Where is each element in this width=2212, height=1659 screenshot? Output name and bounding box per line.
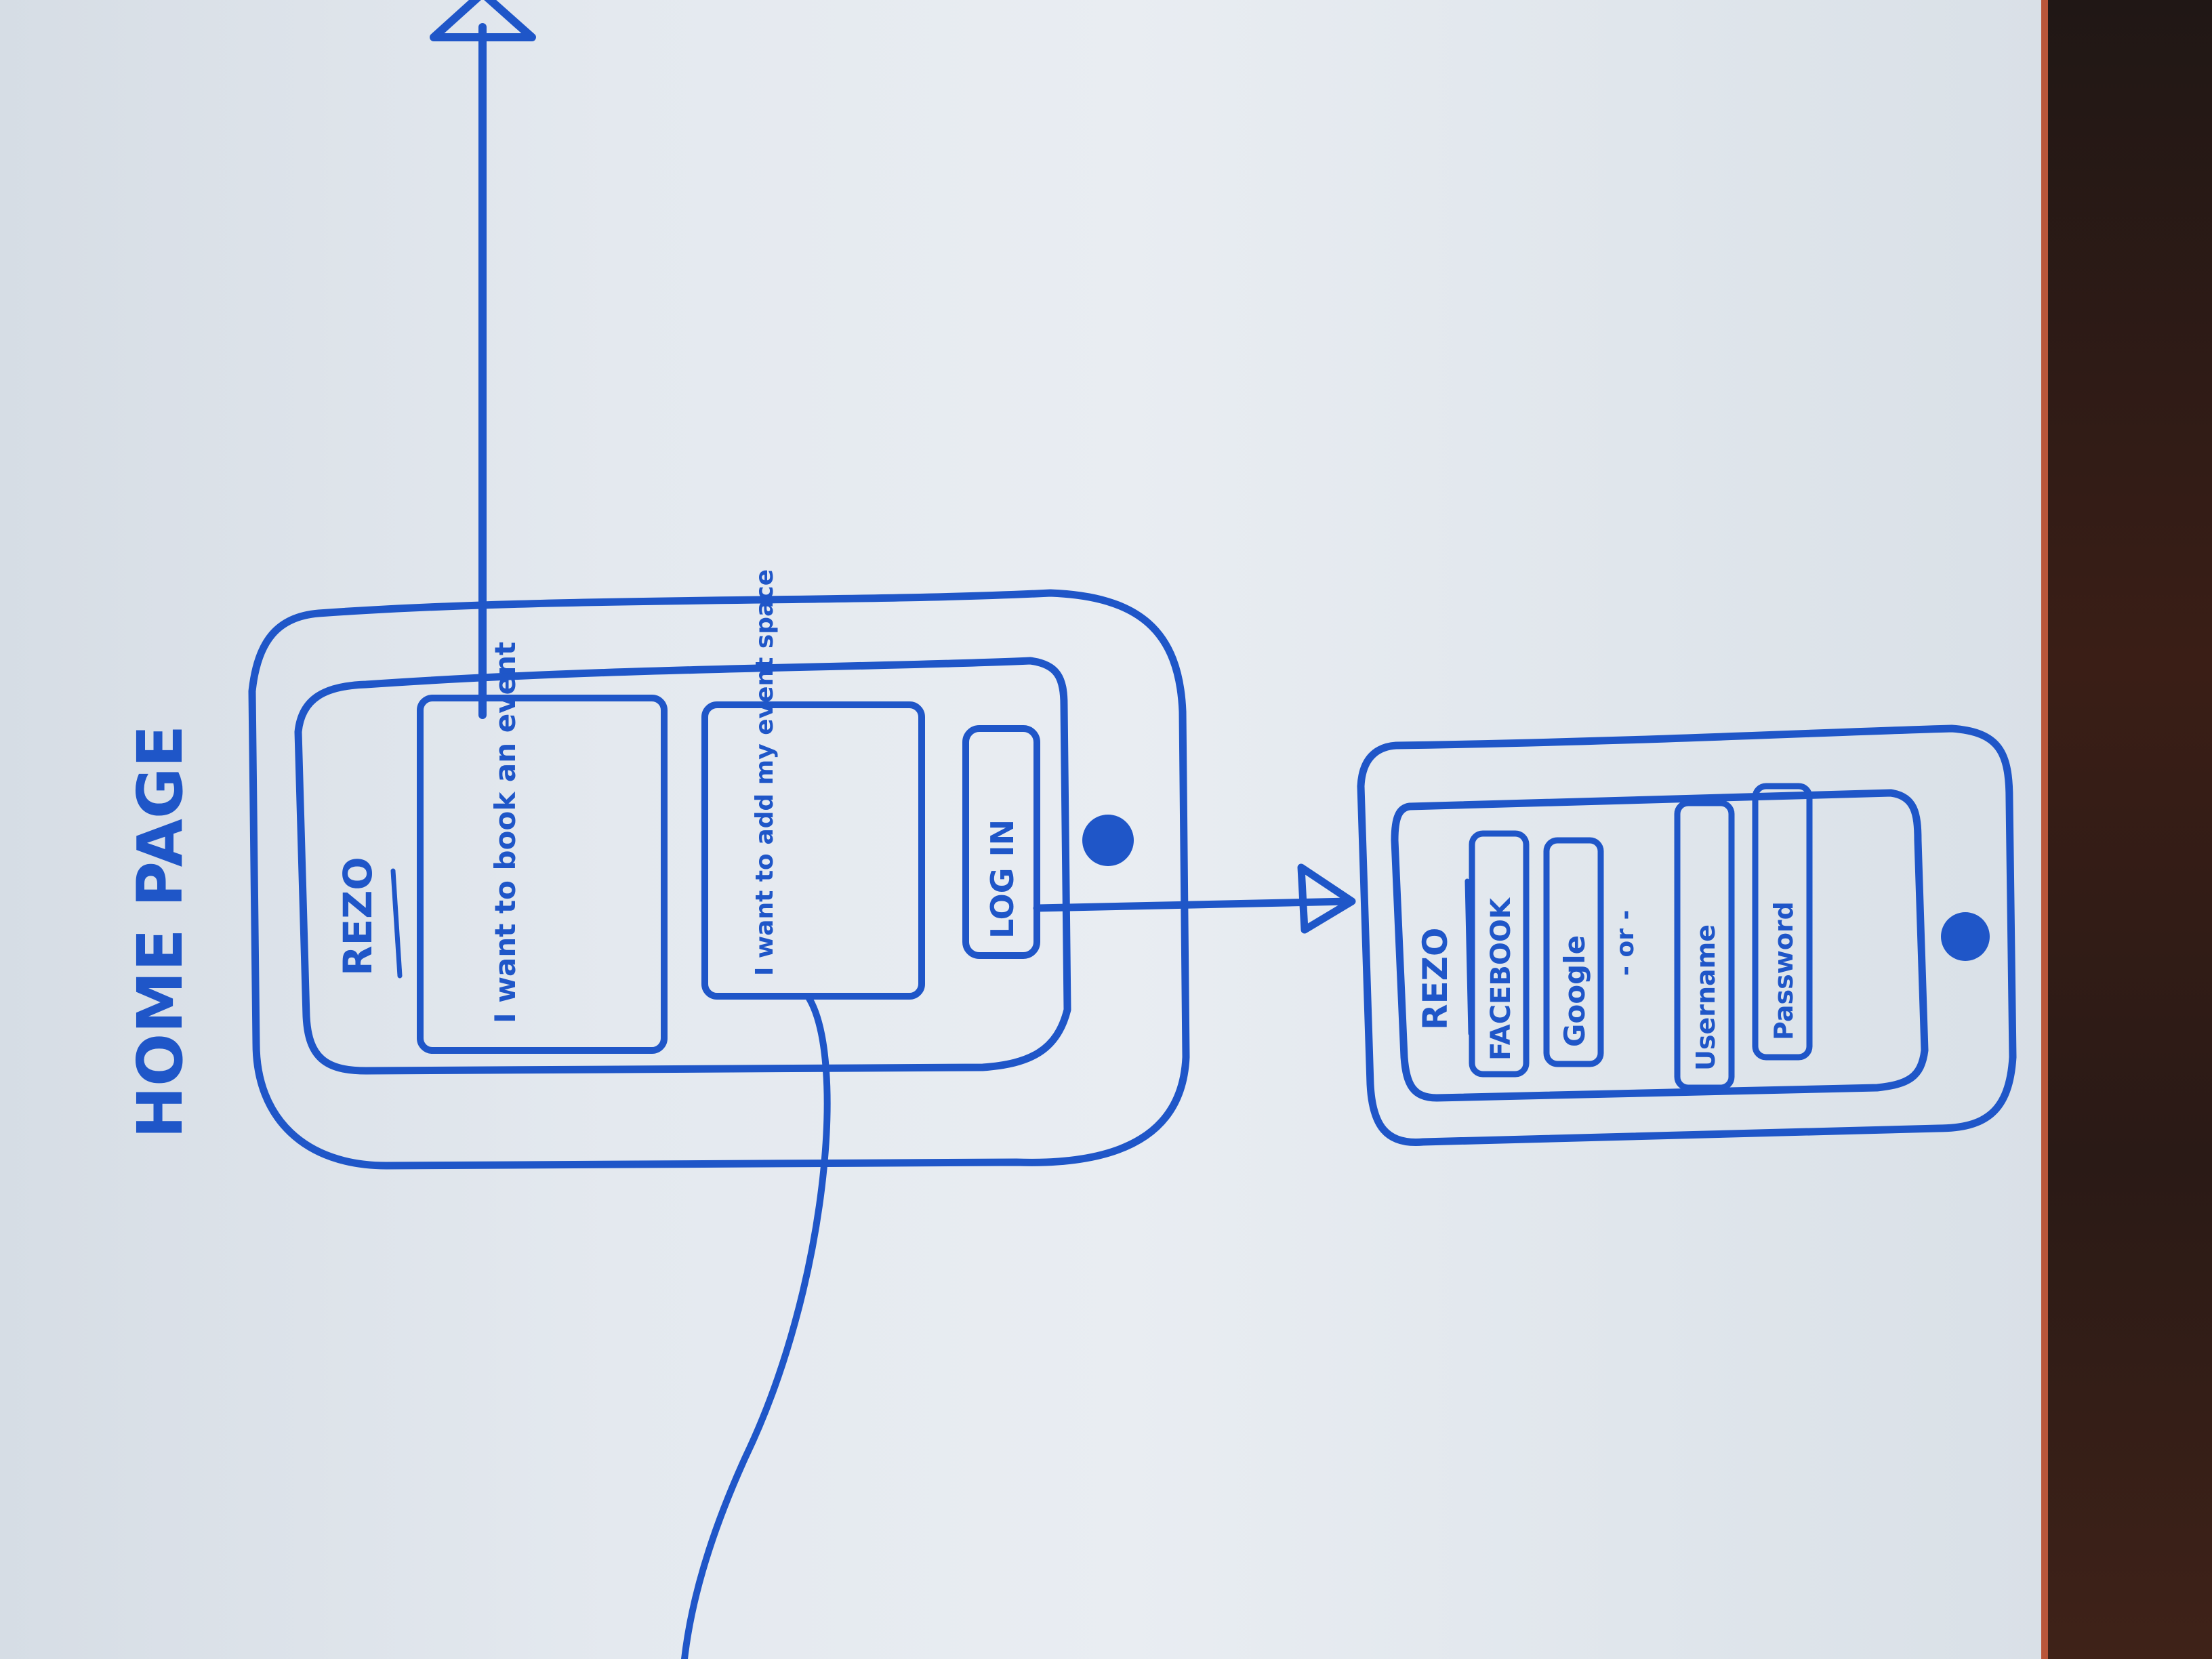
facebook-login-button[interactable]: FACEBOOK xyxy=(1469,830,1530,1078)
home-button-icon xyxy=(1082,815,1134,866)
flow-arrow-up-head xyxy=(430,0,536,41)
username-field-label: Username xyxy=(1691,924,1721,1071)
option-add-space[interactable]: I want to add my event space xyxy=(701,569,925,1000)
login-button-label: LOG IN xyxy=(984,819,1021,939)
flow-arrow-right xyxy=(1033,897,1353,912)
page-label: HOME PAGE xyxy=(124,725,197,1139)
google-login-button[interactable]: Google xyxy=(1543,837,1604,1067)
home-phone-screen xyxy=(294,657,1071,1075)
google-login-box xyxy=(1543,837,1604,1067)
login-phone-outer xyxy=(1357,724,2017,1147)
home-screen: REZO I want to book an event I want to a… xyxy=(248,569,1190,1170)
username-field-box xyxy=(1674,800,1735,1091)
home-logo: REZO xyxy=(335,857,381,976)
password-field[interactable]: Password xyxy=(1752,783,1813,1061)
username-field[interactable]: Username xyxy=(1674,800,1735,1091)
facebook-login-label: FACEBOOK xyxy=(1486,897,1517,1061)
option-add-space-label: I want to add my event space xyxy=(751,569,779,976)
login-phone-screen xyxy=(1391,789,1929,1102)
whiteboard-frame xyxy=(2048,0,2212,1659)
login-button[interactable]: LOG IN xyxy=(962,725,1040,959)
option-book-event-card xyxy=(417,695,668,1054)
login-button-box xyxy=(962,725,1040,959)
whiteboard-frame-edge xyxy=(2041,0,2048,1659)
home-phone-outer xyxy=(248,589,1190,1170)
login-logo: REZO xyxy=(1416,928,1455,1030)
flow-arrow-right-head xyxy=(1297,863,1356,934)
password-field-label: Password xyxy=(1769,901,1799,1040)
facebook-login-box xyxy=(1469,830,1530,1078)
login-screen: REZO FACEBOOK Google - or - Username Pas… xyxy=(1357,724,2017,1147)
option-book-event-label: I want to book an event xyxy=(489,642,522,1023)
flow-curve-down xyxy=(681,993,831,1659)
whiteboard xyxy=(0,0,2047,1659)
login-divider: - or - xyxy=(1612,910,1639,976)
option-add-space-card xyxy=(701,701,925,1000)
password-field-box xyxy=(1752,783,1813,1061)
google-login-label: Google xyxy=(1558,935,1591,1047)
option-book-event[interactable]: I want to book an event xyxy=(417,642,668,1054)
login-home-button-icon xyxy=(1941,912,1990,961)
